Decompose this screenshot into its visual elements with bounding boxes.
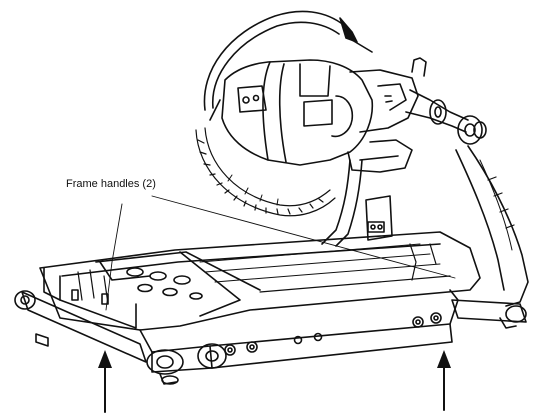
saw-blade xyxy=(195,127,336,217)
arrow-right-handle xyxy=(437,350,451,411)
callout-leader-lines xyxy=(105,195,456,311)
pivot-arm xyxy=(321,89,529,307)
leader-line-left xyxy=(105,203,123,311)
blade-guard xyxy=(203,10,373,121)
base-frame xyxy=(14,231,527,385)
arrow-left-handle xyxy=(98,350,112,413)
callout-label: Frame handles (2) xyxy=(66,178,156,190)
leader-line-right xyxy=(151,195,456,279)
motor-housing xyxy=(221,57,427,173)
